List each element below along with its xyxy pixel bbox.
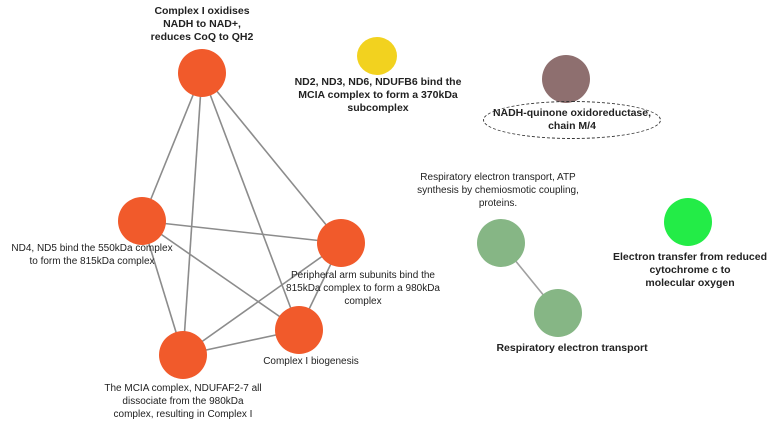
node-mcia-complex[interactable] [159,331,207,379]
label-nd4-nd5: ND4, ND5 bind the 550kDa complex to form… [11,243,173,267]
node-respiratory-electron[interactable] [534,289,582,337]
label-respiratory-atp: Respiratory electron transport, ATP synt… [417,172,579,209]
label-mcia-complex: The MCIA complex, NDUFAF2-7 all dissocia… [104,383,262,420]
edge-complexi-peripheral [201,72,342,244]
node-electron-transfer[interactable] [664,198,712,246]
edge-complexi-mcia [182,72,203,356]
edge-complexi-biogenesis [201,72,300,331]
label-complex-i-oxidises: Complex I oxidises NADH to NAD+, reduces… [150,5,254,43]
label-respiratory-electron: Respiratory electron transport [496,342,648,354]
edge-nd4-peripheral [141,220,342,244]
node-peripheral-arm[interactable] [317,219,365,267]
edge-complexi-nd4 [141,72,203,222]
label-complex-i-biogenesis: Complex I biogenesis [263,356,359,367]
edge-peripheral-mcia [182,242,342,356]
node-complex-i-oxidises[interactable] [178,49,226,97]
edge-nd4-biogenesis [141,220,300,331]
label-nd2-nd3-subcomplex: ND2, ND3, ND6, NDUFB6 bind the MCIA comp… [294,76,462,114]
node-respiratory-atp[interactable] [477,219,525,267]
node-nadh-quinone[interactable] [542,55,590,103]
label-peripheral-arm: Peripheral arm subunits bind the 815kDa … [286,270,440,307]
node-nd4-nd5[interactable] [118,197,166,245]
node-nd2-nd3-subcomplex[interactable] [357,37,397,75]
label-electron-transfer: Electron transfer from reduced cytochrom… [612,251,768,289]
node-complex-i-biogenesis[interactable] [275,306,323,354]
label-nadh-quinone: NADH-quinone oxidoreductase, chain M/4 [483,101,661,139]
